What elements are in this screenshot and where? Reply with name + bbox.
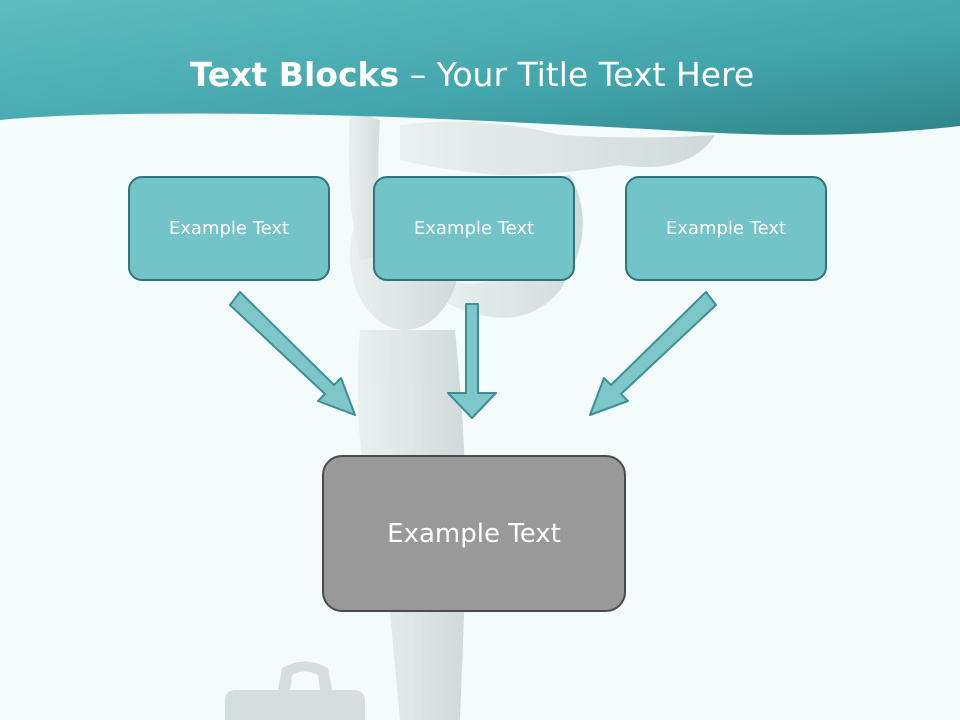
text-block-right-label: Example Text (665, 218, 787, 239)
page-title: Text Blocks – Your Title Text Here (0, 52, 944, 98)
header-band (0, 0, 960, 135)
title-bold: Text Blocks (189, 55, 400, 94)
text-block-center[interactable]: Example Text (373, 176, 575, 281)
text-block-main-label: Example Text (387, 518, 561, 549)
arrows (229, 291, 717, 419)
title-dash: – (399, 55, 437, 94)
arrow-center (447, 303, 497, 419)
text-block-right[interactable]: Example Text (625, 176, 827, 281)
arrow-right (589, 291, 717, 416)
text-block-main[interactable]: Example Text (322, 455, 626, 612)
title-rest: Your Title Text Here (436, 55, 755, 94)
arrow-left (229, 291, 356, 416)
text-block-center-label: Example Text (413, 218, 535, 239)
text-block-left-label: Example Text (168, 218, 290, 239)
text-block-left[interactable]: Example Text (128, 176, 330, 281)
